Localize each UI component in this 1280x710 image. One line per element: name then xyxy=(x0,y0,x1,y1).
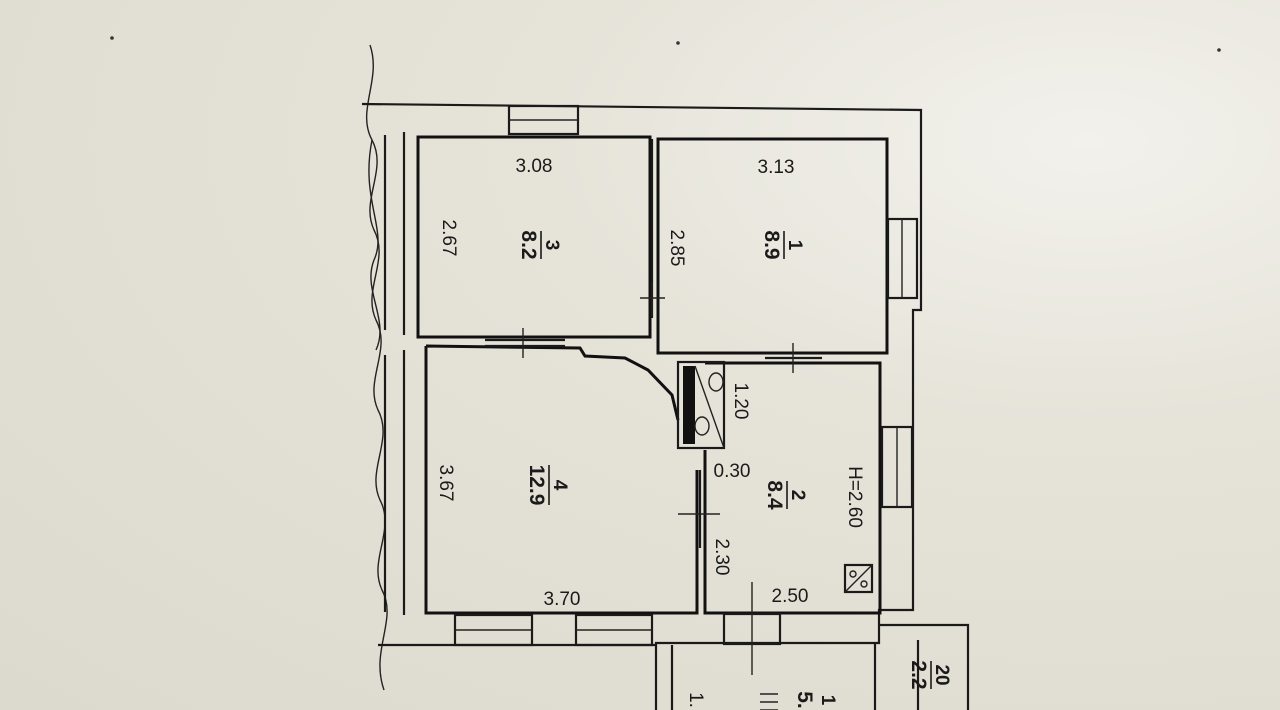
room-2-number: 2 xyxy=(787,490,808,501)
room-3-label: 3 8.2 xyxy=(517,230,562,259)
window-bottom-1 xyxy=(453,613,534,647)
room-3-area: 8.2 xyxy=(517,230,540,259)
speck-dot xyxy=(110,36,114,40)
dim-room4-height: 3.67 xyxy=(435,465,456,502)
boiler-icon xyxy=(843,563,874,594)
room-1-area: 8.9 xyxy=(760,230,783,259)
break-line-left-inner xyxy=(368,139,381,351)
room-1-number: 1 xyxy=(784,240,805,251)
break-line-left xyxy=(365,44,388,691)
adjacent-unit-label-b: 2.2 xyxy=(907,660,930,689)
dim-room4-width: 3.70 xyxy=(544,589,581,610)
room-1-label: 1 8.9 xyxy=(760,230,805,259)
window-right-lower xyxy=(880,425,914,509)
speck-dot xyxy=(676,41,680,45)
room-3-outline xyxy=(416,135,652,339)
dim-room3-height: 2.67 xyxy=(438,220,459,257)
adjacent-room-number: 1 xyxy=(817,695,838,706)
adjacent-unit-wall xyxy=(670,623,970,710)
outer-wall-left xyxy=(378,132,656,647)
dim-room1-height: 2.85 xyxy=(666,230,687,267)
adjacent-unit-label-a: 20 xyxy=(931,664,952,685)
room-2-label: 2 8.4 xyxy=(763,480,808,510)
room-2-area: 8.4 xyxy=(763,480,786,510)
dim-room3-width: 3.08 xyxy=(516,156,553,177)
adjacent-room-area: 5. xyxy=(793,691,816,709)
door-bottom xyxy=(722,582,782,675)
room-3-number: 3 xyxy=(541,240,562,251)
outer-wall xyxy=(361,102,923,710)
ceiling-height: H=2.60 xyxy=(844,466,865,528)
window-top xyxy=(507,104,580,136)
bathtub-icon xyxy=(676,360,726,450)
speck-dot xyxy=(1217,48,1221,52)
room-2-outline xyxy=(703,361,882,615)
adjacent-room-partial-label: 1 5. xyxy=(793,691,838,709)
adjacent-room-dim: 1. xyxy=(685,692,706,708)
adjacent-unit-label: 20 2.2 xyxy=(907,660,952,689)
dim-room2-width: 2.50 xyxy=(772,586,809,607)
dim-room2-cabin: 1.20 xyxy=(730,383,751,420)
room-4-outline xyxy=(424,344,699,615)
window-bottom-2 xyxy=(574,613,654,647)
dim-room2-lower: 2.30 xyxy=(711,539,732,576)
room-4-area: 12.9 xyxy=(525,465,548,506)
room-4-label: 4 12.9 xyxy=(525,465,570,506)
dim-room1-width: 3.13 xyxy=(758,157,795,178)
room-4-number: 4 xyxy=(549,480,570,491)
window-right-upper xyxy=(886,217,919,300)
dim-room2-step: 0.30 xyxy=(714,461,751,482)
stair-icon xyxy=(760,693,778,710)
